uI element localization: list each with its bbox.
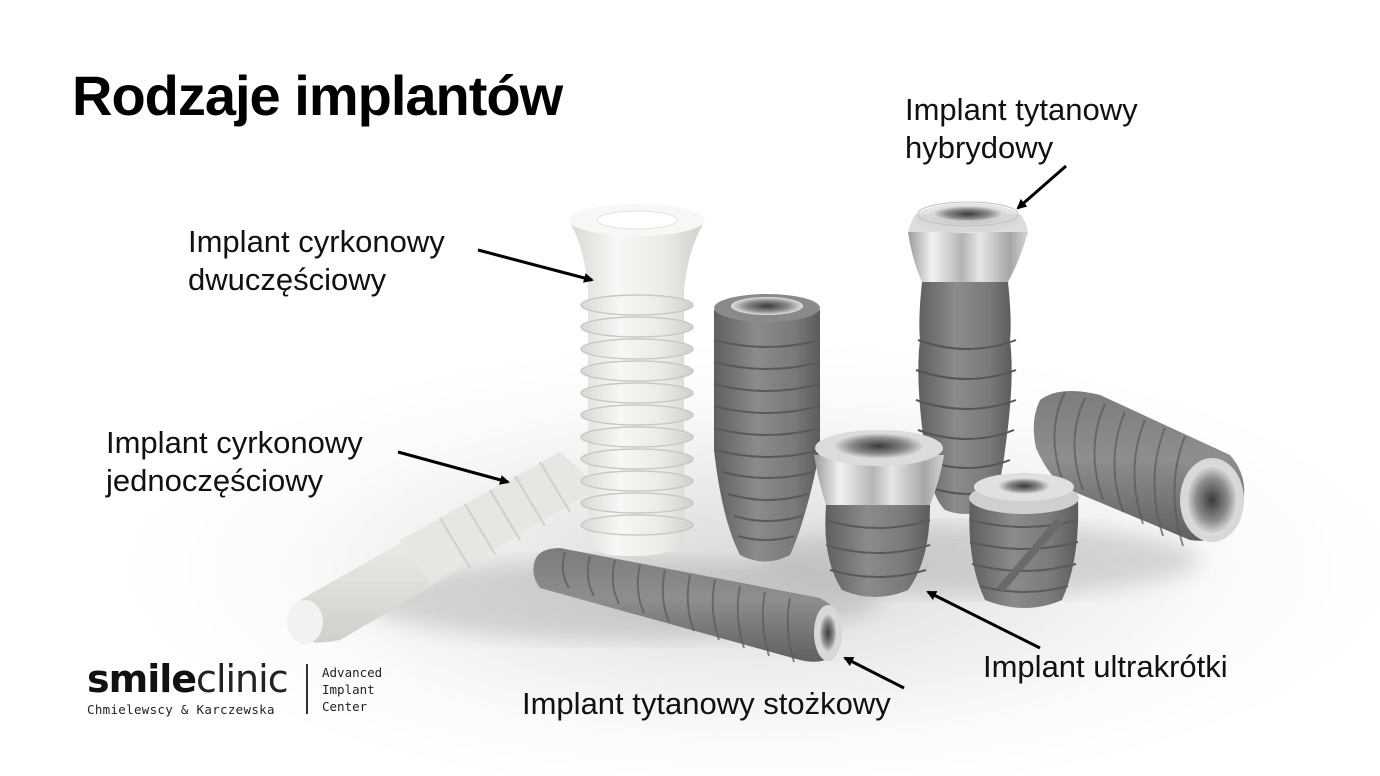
label-line: hybrydowy — [905, 130, 1054, 165]
label-titanium-tapered: Implant tytanowy stożkowy — [522, 685, 891, 723]
label-line: Implant cyrkonowy — [106, 425, 363, 460]
arrow-zirconia-one-piece — [397, 450, 510, 485]
logo-brand-light: clinic — [196, 657, 289, 701]
implant-short-small — [969, 473, 1079, 608]
label-zirconia-one-piece: Implant cyrkonowy jednoczęściowy — [106, 424, 363, 500]
label-line: jednoczęściowy — [106, 463, 324, 498]
arrow-titanium-hybrid — [1016, 164, 1067, 210]
annotation-arrows — [397, 164, 1067, 690]
label-ultra-short: Implant ultrakrótki — [983, 648, 1228, 686]
implant-zirconia-one-piece — [287, 452, 600, 644]
label-line: Implant cyrkonowy — [188, 224, 445, 259]
arrow-titanium-tapered — [843, 656, 905, 690]
slide-title: Rodzaje implantów — [72, 64, 563, 127]
implant-titanium-lying — [1033, 391, 1245, 547]
logo-divider — [306, 664, 308, 714]
label-zirconia-two-piece: Implant cyrkonowy dwuczęściowy — [188, 223, 445, 299]
implant-zirconia-two-piece — [569, 204, 705, 556]
logo-tagline-line: Implant — [322, 682, 375, 697]
clinic-logo: smileclinic Chmielewscy & Karczewska — [87, 657, 289, 717]
label-line: Implant tytanowy — [905, 92, 1138, 127]
implant-titanium-standard — [713, 294, 821, 562]
logo-tagline: Advanced Implant Center — [322, 664, 382, 715]
label-line: Implant tytanowy stożkowy — [522, 686, 891, 721]
implant-titanium-tapered — [533, 548, 842, 663]
label-line: Implant ultrakrótki — [983, 649, 1228, 684]
arrow-ultra-short — [926, 590, 1041, 650]
label-titanium-hybrid: Implant tytanowy hybrydowy — [905, 91, 1138, 167]
logo-tagline-line: Advanced — [322, 665, 383, 680]
logo-subtitle: Chmielewscy & Karczewska — [87, 702, 275, 717]
logo-tagline-line: Center — [322, 699, 368, 714]
arrow-zirconia-two-piece — [477, 248, 594, 283]
logo-wordmark: smileclinic — [87, 657, 289, 701]
implant-ultra-short — [814, 430, 944, 597]
logo-brand-bold: smile — [87, 657, 197, 701]
label-line: dwuczęściowy — [188, 262, 387, 297]
